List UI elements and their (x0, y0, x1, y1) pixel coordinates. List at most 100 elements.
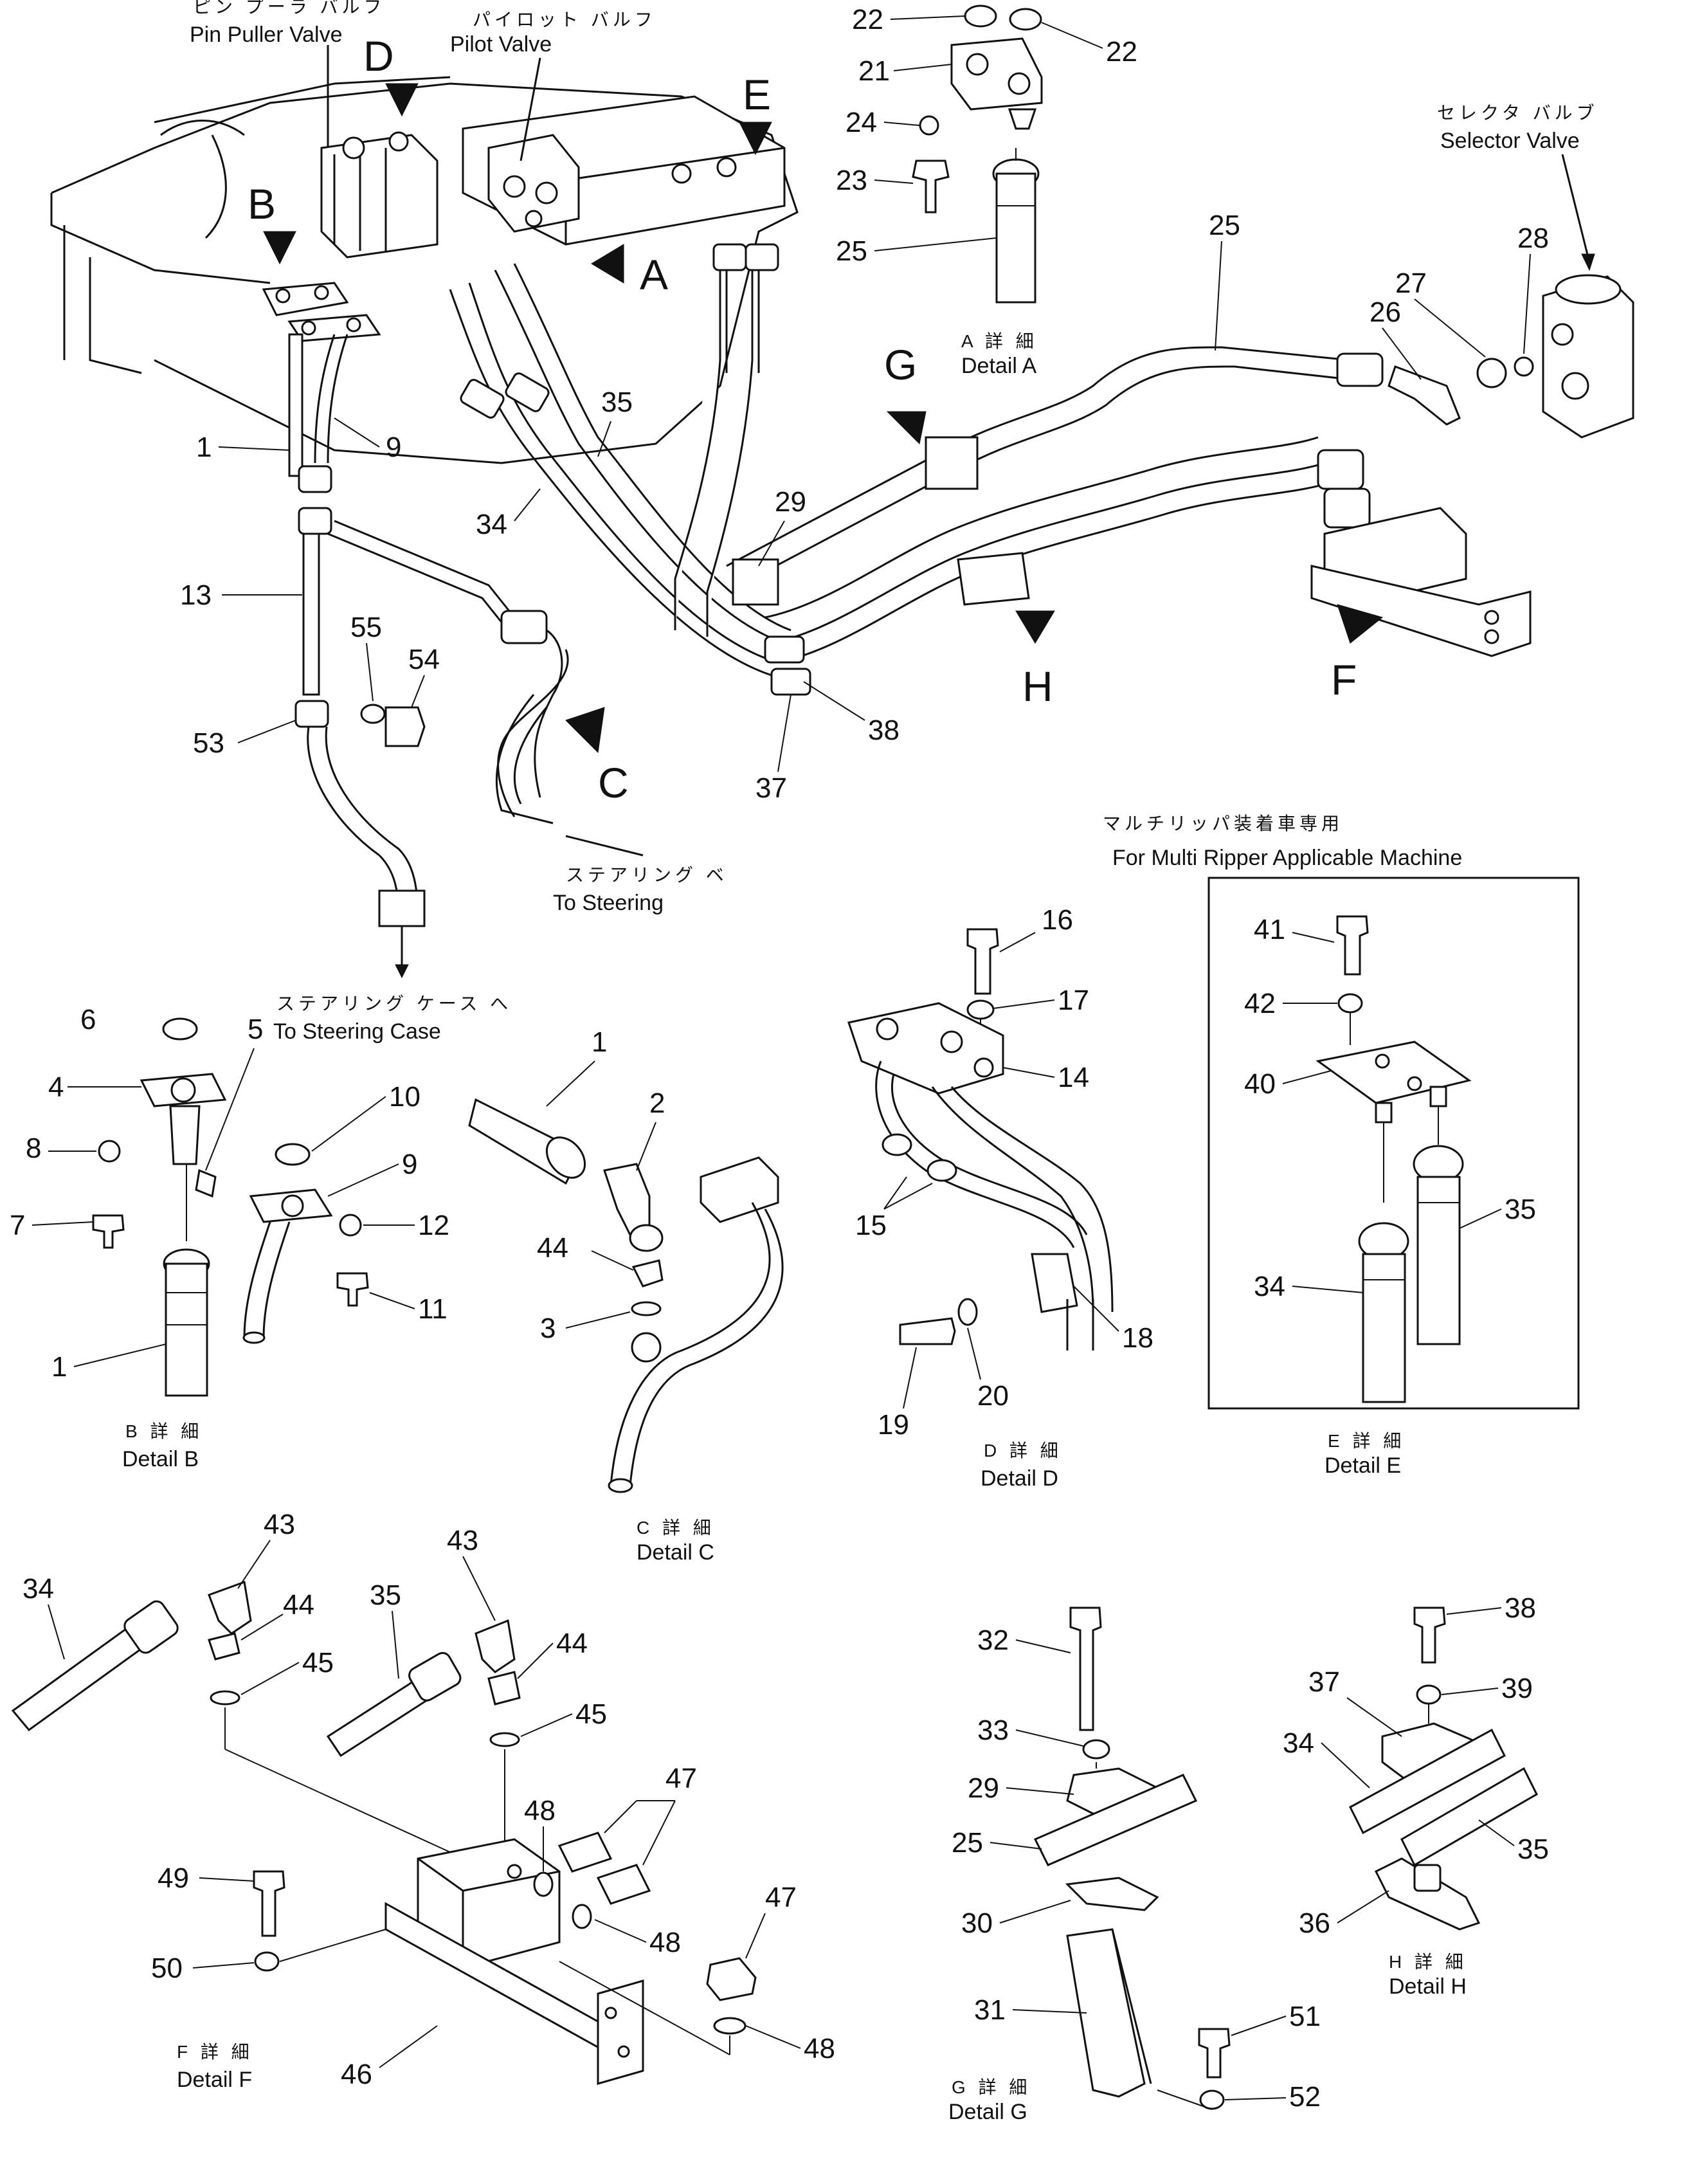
part-35-label-e: 35 (1505, 1194, 1536, 1225)
letter-g: G (884, 341, 917, 388)
detail-e: マルチリッパ装着車専用 For Multi Ripper Applicable … (1103, 814, 1580, 1478)
part-29-label-g: 29 (968, 1772, 999, 1804)
detail-d-caption: Detail D (981, 1466, 1058, 1491)
part-12-label: 12 (418, 1210, 449, 1241)
to-steering-case-label: To Steering Case (273, 1019, 441, 1044)
part-43-label-f2: 43 (447, 1525, 478, 1556)
plug-47-b (596, 1864, 651, 1905)
plug-47-a (557, 1832, 613, 1873)
selector-valve-label: Selector Valve (1440, 129, 1580, 153)
hose-13 (302, 532, 320, 696)
o-ring-15-a (882, 1133, 912, 1156)
part-48-label-f-a: 48 (524, 1795, 556, 1826)
hose-25-detail-g (1033, 1774, 1198, 1866)
part-7-label: 7 (10, 1210, 25, 1241)
selector-valve-label-jp: セレクタ バルブ (1437, 103, 1598, 123)
hose-34-detail-e (1362, 1253, 1406, 1403)
o-ring-48-b (572, 1904, 592, 1929)
detail-c-caption-jp: C 詳 細 (637, 1518, 715, 1538)
part-27-label: 27 (1395, 268, 1427, 299)
part-47-label-f: 47 (665, 1763, 697, 1794)
detail-a-caption-jp: A 詳 細 (961, 331, 1038, 351)
part-15-label: 15 (855, 1210, 887, 1241)
detail-a-caption: Detail A (961, 354, 1036, 378)
part-24-label: 24 (846, 107, 877, 138)
part-21-label: 21 (858, 55, 890, 87)
washer-33 (1082, 1739, 1110, 1760)
part-41-label: 41 (1254, 914, 1285, 945)
part-32-label: 32 (977, 1624, 1009, 1656)
pin-puller-valve-label: Pin Puller Valve (190, 23, 343, 47)
part-1-label-b: 1 (51, 1351, 67, 1383)
o-ring-6 (162, 1017, 198, 1041)
hose-35-detail-f (326, 1677, 433, 1758)
washer-24 (919, 115, 939, 136)
to-steering-case-label-jp: ステアリング ケース へ (276, 994, 512, 1014)
pin-puller-valve-block (320, 134, 439, 259)
letter-b: B (248, 180, 276, 228)
pilot-valve-label-jp: パイロット バルフ (473, 10, 656, 30)
main-callouts: ピン プーラ バルフ Pin Puller Valve パイロット バルフ Pi… (190, 0, 1598, 1044)
part-55-label: 55 (350, 612, 382, 643)
part-3-label: 3 (540, 1313, 556, 1344)
to-steering-label: To Steering (553, 891, 664, 915)
flange-b (262, 282, 349, 316)
part-36-label: 36 (1299, 1907, 1330, 1939)
washer-55 (360, 704, 386, 724)
part-35-label-h: 35 (1517, 1834, 1549, 1865)
washer-50 (254, 1951, 280, 1972)
part-17-label: 17 (1058, 985, 1089, 1016)
nut-44-c (631, 1259, 664, 1288)
part-8-label: 8 (26, 1133, 41, 1164)
part-38-label-h: 38 (1505, 1592, 1536, 1624)
part-51-label: 51 (1289, 2001, 1321, 2032)
arrow-f (1337, 604, 1384, 644)
hose-1-upper (288, 333, 303, 477)
part-48-label-f-c: 48 (804, 2033, 835, 2064)
washer-42 (1337, 993, 1363, 1014)
o-ring-22-left (964, 5, 997, 28)
detail-f: 43 34 44 45 35 43 44 45 47 48 48 47 48 4… (11, 1509, 835, 2092)
washer-39 (1416, 1684, 1442, 1705)
detail-b: 6 4 5 8 7 1 10 9 12 11 B 詳 細 Detail B (10, 1004, 449, 1471)
washer-20 (957, 1298, 978, 1326)
hose-25-fitting (1336, 352, 1384, 387)
detail-b-caption: Detail B (122, 1447, 199, 1471)
detail-h-caption-jp: H 詳 細 (1389, 1952, 1467, 1972)
part-14-label: 14 (1058, 1062, 1089, 1093)
multi-ripper-label: For Multi Ripper Applicable Machine (1112, 846, 1462, 870)
part-34-label-f: 34 (23, 1573, 54, 1605)
nut-44-f (208, 1632, 240, 1661)
block-c (700, 1156, 779, 1223)
bolt-32 (1069, 1606, 1102, 1731)
part-46-label: 46 (341, 2059, 372, 2090)
part-34-label-e: 34 (1254, 1271, 1285, 1302)
bolt-7 (92, 1214, 125, 1249)
detail-g: 32 33 29 25 30 31 51 52 G 詳 細 Detail G (948, 1606, 1321, 2124)
part-10-label: 10 (389, 1081, 420, 1113)
clamp-h (957, 552, 1030, 606)
part-1-label: 1 (196, 432, 212, 463)
view-arrows (263, 83, 1384, 754)
part-9-label-b: 9 (402, 1149, 417, 1180)
part-18-label: 18 (1122, 1322, 1153, 1354)
part-31-label: 31 (974, 1994, 1006, 2026)
o-ring-22-right (1009, 8, 1042, 31)
part-25-label: 25 (1209, 210, 1240, 241)
part-11-label: 11 (418, 1293, 448, 1325)
pilot-valve-label: Pilot Valve (450, 32, 552, 57)
part-45-label-f2: 45 (575, 1698, 607, 1730)
o-ring-48-c (713, 2017, 746, 2035)
part-47-label-f2: 47 (765, 1882, 797, 1913)
arrow-a (591, 244, 624, 284)
detail-e-caption-jp: E 詳 細 (1328, 1431, 1405, 1451)
arrow-g (886, 411, 927, 445)
part-37-label: 37 (755, 772, 787, 804)
selector-valve (1542, 275, 1634, 439)
detail-f-caption: Detail F (177, 2068, 252, 2092)
part-30-label: 30 (961, 1907, 993, 1939)
hose-34-detail-f (11, 1625, 147, 1732)
washer-12 (339, 1214, 362, 1237)
part-38-label: 38 (868, 714, 900, 746)
